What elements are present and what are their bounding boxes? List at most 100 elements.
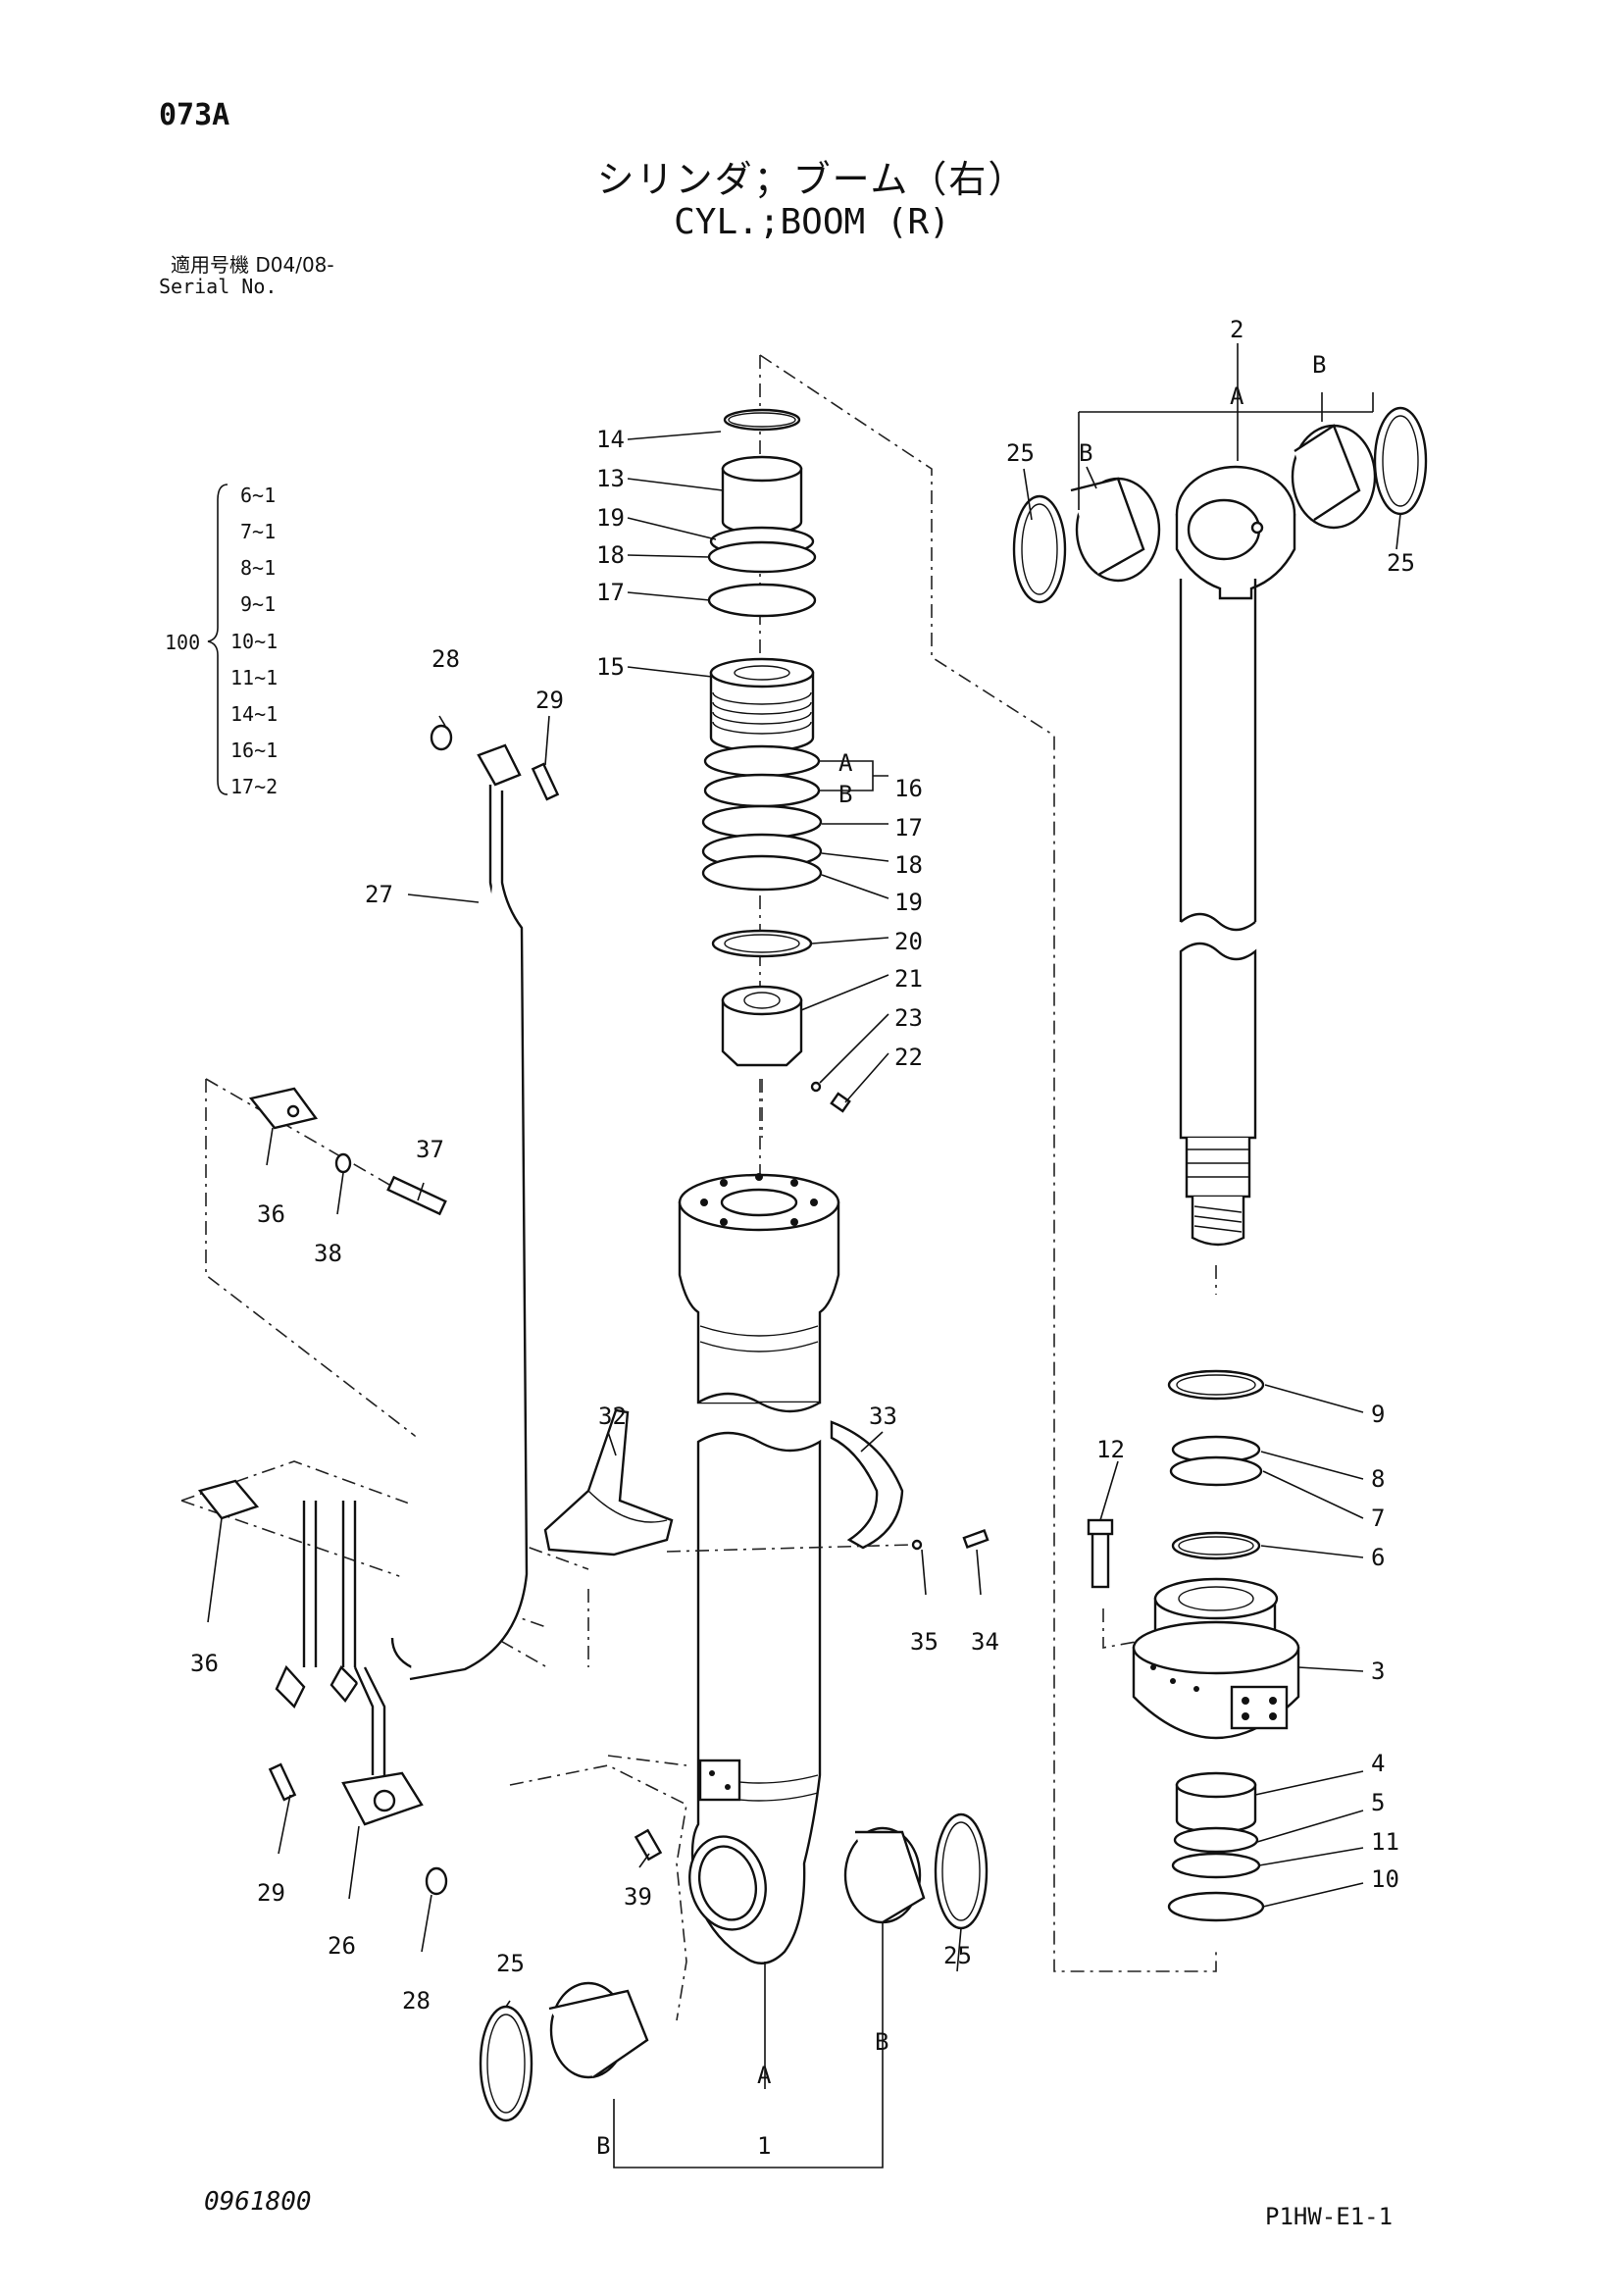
- bolt-29-bottom: [268, 1762, 297, 1802]
- callout-17: 17: [596, 579, 625, 606]
- dust-seal-25-rod-left: [1012, 494, 1067, 604]
- letter-b-rod-left: B: [1079, 439, 1092, 467]
- callout-2: 2: [1230, 316, 1243, 343]
- callout-17b: 17: [894, 814, 923, 842]
- piston-stack: [701, 408, 851, 1138]
- flange-28-top: [477, 743, 522, 787]
- kit-item: 7~1: [240, 520, 276, 543]
- callout-18: 18: [596, 541, 625, 569]
- callout-10: 10: [1371, 1865, 1399, 1893]
- callout-7: 7: [1371, 1505, 1385, 1532]
- callout-35: 35: [910, 1628, 939, 1656]
- callout-11: 11: [1371, 1828, 1399, 1856]
- callout-36-upper: 36: [257, 1200, 285, 1228]
- lower-bushings: [479, 1812, 989, 2122]
- kit-item: 16~1: [230, 739, 278, 762]
- clamp-36-upper: [248, 1087, 319, 1130]
- callout-16: 16: [894, 775, 923, 802]
- bolt-37: [386, 1175, 447, 1216]
- kit-item: 10~1: [230, 630, 278, 653]
- document-number: 0961800: [204, 2187, 312, 2217]
- bolt-34: [962, 1529, 990, 1549]
- dust-seal-25-left: [479, 2005, 533, 2122]
- clamp-36-lower: [197, 1479, 260, 1520]
- letter-a-ring: A: [838, 749, 853, 777]
- o-ring-28-top: [430, 724, 453, 751]
- page-code: 073A: [159, 98, 230, 132]
- dust-wiper-9: [1167, 1369, 1265, 1401]
- leader-lines: [207, 343, 1401, 2168]
- wear-ring-14: [723, 408, 801, 432]
- cylinder-head-3: [1153, 1577, 1279, 1620]
- snap-ring-5: [1173, 1826, 1259, 1854]
- callout-36-lower: 36: [190, 1650, 219, 1677]
- kit-item: 14~1: [230, 702, 278, 726]
- callout-19b: 19: [894, 889, 923, 916]
- callout-18b: 18: [894, 851, 923, 879]
- callout-25-tube-right: 25: [943, 1942, 972, 1969]
- letter-b-rod-right: B: [1312, 351, 1326, 379]
- serial-label-english: Serial No.: [159, 275, 278, 298]
- letter-a-tube: A: [757, 2062, 772, 2089]
- buffer-ring-6: [1171, 1531, 1261, 1560]
- callout-25-rod-left: 25: [1006, 439, 1035, 467]
- callout-39: 39: [624, 1883, 652, 1911]
- kit-item: 11~1: [230, 666, 278, 689]
- clamp-band-33: [830, 1420, 904, 1550]
- piston-ring-16a: [703, 744, 821, 778]
- callout-3: 3: [1371, 1658, 1385, 1685]
- hose-right: [341, 1501, 357, 1667]
- callout-15: 15: [596, 653, 625, 681]
- callout-29-bottom: 29: [257, 1879, 285, 1907]
- callout-1: 1: [757, 2132, 771, 2160]
- kit-number: 100: [165, 631, 200, 654]
- washer-35: [911, 1539, 923, 1551]
- callout-32: 32: [598, 1403, 627, 1430]
- title-english: CYL.;BOOM (R): [674, 202, 950, 242]
- tube-clamps: [543, 1408, 990, 1556]
- hydraulic-pipes: [197, 724, 560, 1896]
- letter-b-ring: B: [838, 781, 852, 808]
- kit-item: 17~2: [230, 775, 278, 798]
- callout-8: 8: [1371, 1465, 1385, 1493]
- callout-26: 26: [328, 1932, 356, 1960]
- letter-a-rod: A: [1230, 383, 1244, 410]
- callout-28-bottom: 28: [402, 1987, 431, 2015]
- callout-13: 13: [596, 465, 625, 492]
- callout-14: 14: [596, 426, 625, 453]
- callout-22: 22: [894, 1044, 923, 1071]
- callout-4: 4: [1371, 1750, 1385, 1777]
- grease-fitting-39: [634, 1828, 663, 1862]
- o-ring-17b: [701, 804, 823, 840]
- u-ring-7: [1169, 1455, 1263, 1487]
- socket-bolt-12: [1091, 1528, 1110, 1589]
- serial-label-japanese: 適用号機 D04/08-: [171, 253, 334, 277]
- backup-ring-11: [1171, 1852, 1261, 1879]
- cylinder-tube: [634, 1173, 840, 1964]
- seal-ring-18: [707, 540, 817, 574]
- steel-ball-23: [810, 1081, 822, 1093]
- seal-kit-list: 100 6~1 7~1 8~1 9~1 10~1 11~1 14~1 16~1 …: [165, 484, 278, 798]
- bolt-29-top: [531, 762, 560, 801]
- letter-b-tube-right: B: [875, 2028, 888, 2056]
- callout-23: 23: [894, 1004, 923, 1032]
- callout-5: 5: [1371, 1789, 1385, 1816]
- o-ring-17: [707, 583, 817, 618]
- callout-34: 34: [971, 1628, 999, 1656]
- callout-29-top: 29: [535, 687, 564, 714]
- washer-38: [334, 1152, 352, 1174]
- callout-labels: 14 13 19 18 17 15 A B 16 17 18 19 20 21 …: [190, 316, 1415, 2160]
- cylinder-head-stack: [1087, 1369, 1300, 1922]
- kit-item: 9~1: [240, 592, 276, 616]
- kit-item: 6~1: [240, 484, 276, 507]
- callout-12: 12: [1096, 1436, 1125, 1463]
- figure-code: P1HW-E1-1: [1265, 2203, 1394, 2230]
- clamp-band-32: [543, 1408, 674, 1556]
- piston-ring-16b: [703, 773, 821, 808]
- callout-9: 9: [1371, 1401, 1385, 1428]
- callout-6: 6: [1371, 1544, 1385, 1571]
- piston-rod: [1012, 406, 1428, 1247]
- hose-left: [302, 1501, 318, 1667]
- callout-37: 37: [416, 1136, 444, 1163]
